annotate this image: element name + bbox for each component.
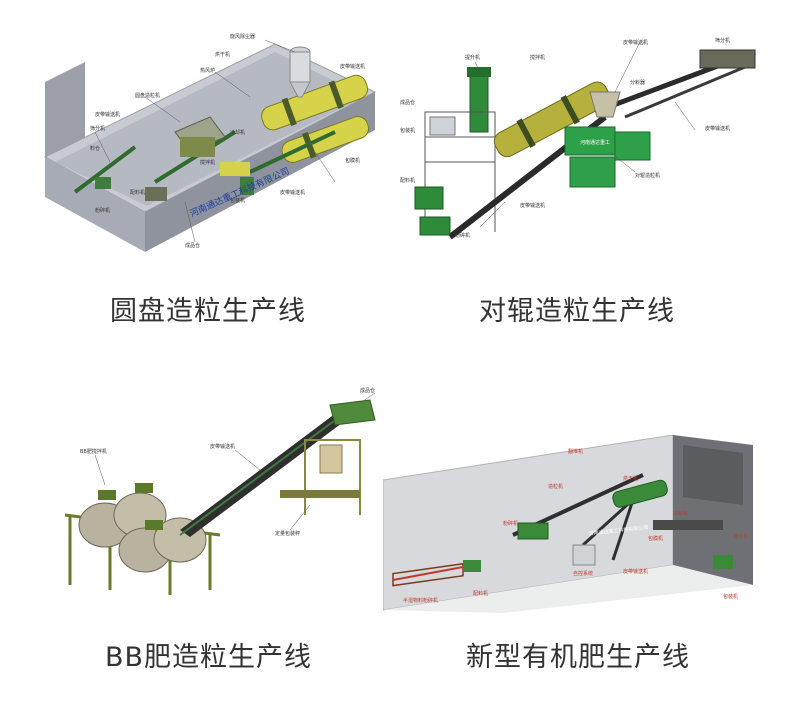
diagram-label: 筛分机 xyxy=(715,37,730,44)
diagram-label: 分料器 xyxy=(630,79,645,86)
organic-fertilizer-diagram: 河南通达重工科技有限公司 翻堆机 造粒机 烘干机 冷却机 筛分机 包膜机 包装机… xyxy=(383,435,783,613)
diagram-label: 皮带输送机 xyxy=(280,189,305,196)
diagram-label: 对辊造粒机 xyxy=(635,172,660,179)
diagram-label: 筛分机 xyxy=(733,533,748,540)
diagram-label: 包膜机 xyxy=(345,157,360,164)
diagram-label: 配料机 xyxy=(130,189,145,196)
diagram-label: BB肥搅拌机 xyxy=(80,448,107,455)
diagram-label: 包装机 xyxy=(230,197,245,204)
diagram-label: 粉碎机 xyxy=(95,207,110,214)
diagram-label: 料仓 xyxy=(90,145,100,152)
caption-roller-granulation: 对辊造粒生产线 xyxy=(479,296,675,327)
diagram-label: 烘干机 xyxy=(623,475,638,482)
diagram-label: 成品仓 xyxy=(185,242,200,249)
diagram-label: 旋风除尘器 xyxy=(230,33,255,40)
diagram-label: 包装机 xyxy=(400,127,415,134)
diagram-label: 皮带输送机 xyxy=(705,125,730,132)
caption-organic-fertilizer: 新型有机肥生产线 xyxy=(466,642,690,673)
diagram-label: 冷却机 xyxy=(230,129,245,136)
diagram-label: 皮带输送机 xyxy=(210,443,235,450)
diagram-label: 冷却机 xyxy=(673,510,688,517)
diagram-label: 半湿物料粉碎机 xyxy=(403,597,438,604)
diagram-label: 包装机 xyxy=(723,593,738,600)
watermark: 河南通达重工 xyxy=(580,139,610,146)
diagram-label: 提升机 xyxy=(465,54,480,61)
disc-granulation-diagram: 旋风除尘器 热风炉 烘干机 皮带输送机 圆盘造粒机 冷却机 筛分机 包膜机 料仓… xyxy=(35,22,380,262)
caption-bb-fertilizer: BB肥造粒生产线 xyxy=(105,642,313,673)
diagram-label: 热风炉 xyxy=(200,67,215,74)
roller-granulation-diagram: 提升机 搅拌机 皮带输送机 筛分机 分料器 成品仓 包装机 对辊造粒机 皮带输送… xyxy=(395,22,770,257)
diagram-label: 粉碎机 xyxy=(455,232,470,239)
diagram-label: 搅拌机 xyxy=(530,54,545,61)
diagram-label: 皮带输送机 xyxy=(95,111,120,118)
diagram-label: 粉碎机 xyxy=(503,520,518,527)
bb-fertilizer-diagram: 成品仓 BB肥搅拌机 皮带输送机 定量包装秤 xyxy=(50,385,400,610)
diagram-label: 定量包装秤 xyxy=(275,530,300,537)
diagram-label: 皮带输送机 xyxy=(520,202,545,209)
diagram-label: 包膜机 xyxy=(648,535,663,542)
diagram-label: 配料机 xyxy=(400,177,415,184)
diagram-label: 自控系统 xyxy=(573,570,593,577)
diagram-label: 造粒机 xyxy=(548,483,563,490)
caption-disc-granulation: 圆盘造粒生产线 xyxy=(110,296,306,327)
diagram-label: 皮带输送机 xyxy=(623,39,648,46)
diagram-label: 成品仓 xyxy=(400,99,415,106)
diagram-label: 成品仓 xyxy=(360,387,375,394)
diagram-label: 搅拌机 xyxy=(200,159,215,166)
diagram-label: 翻堆机 xyxy=(568,448,583,455)
diagram-label: 皮带输送机 xyxy=(340,63,365,70)
diagram-label: 配料机 xyxy=(473,590,488,597)
diagram-label: 皮带输送机 xyxy=(623,568,648,575)
diagram-label: 圆盘造粒机 xyxy=(135,92,160,99)
diagram-label: 筛分机 xyxy=(90,125,105,132)
diagram-label: 烘干机 xyxy=(215,51,230,58)
